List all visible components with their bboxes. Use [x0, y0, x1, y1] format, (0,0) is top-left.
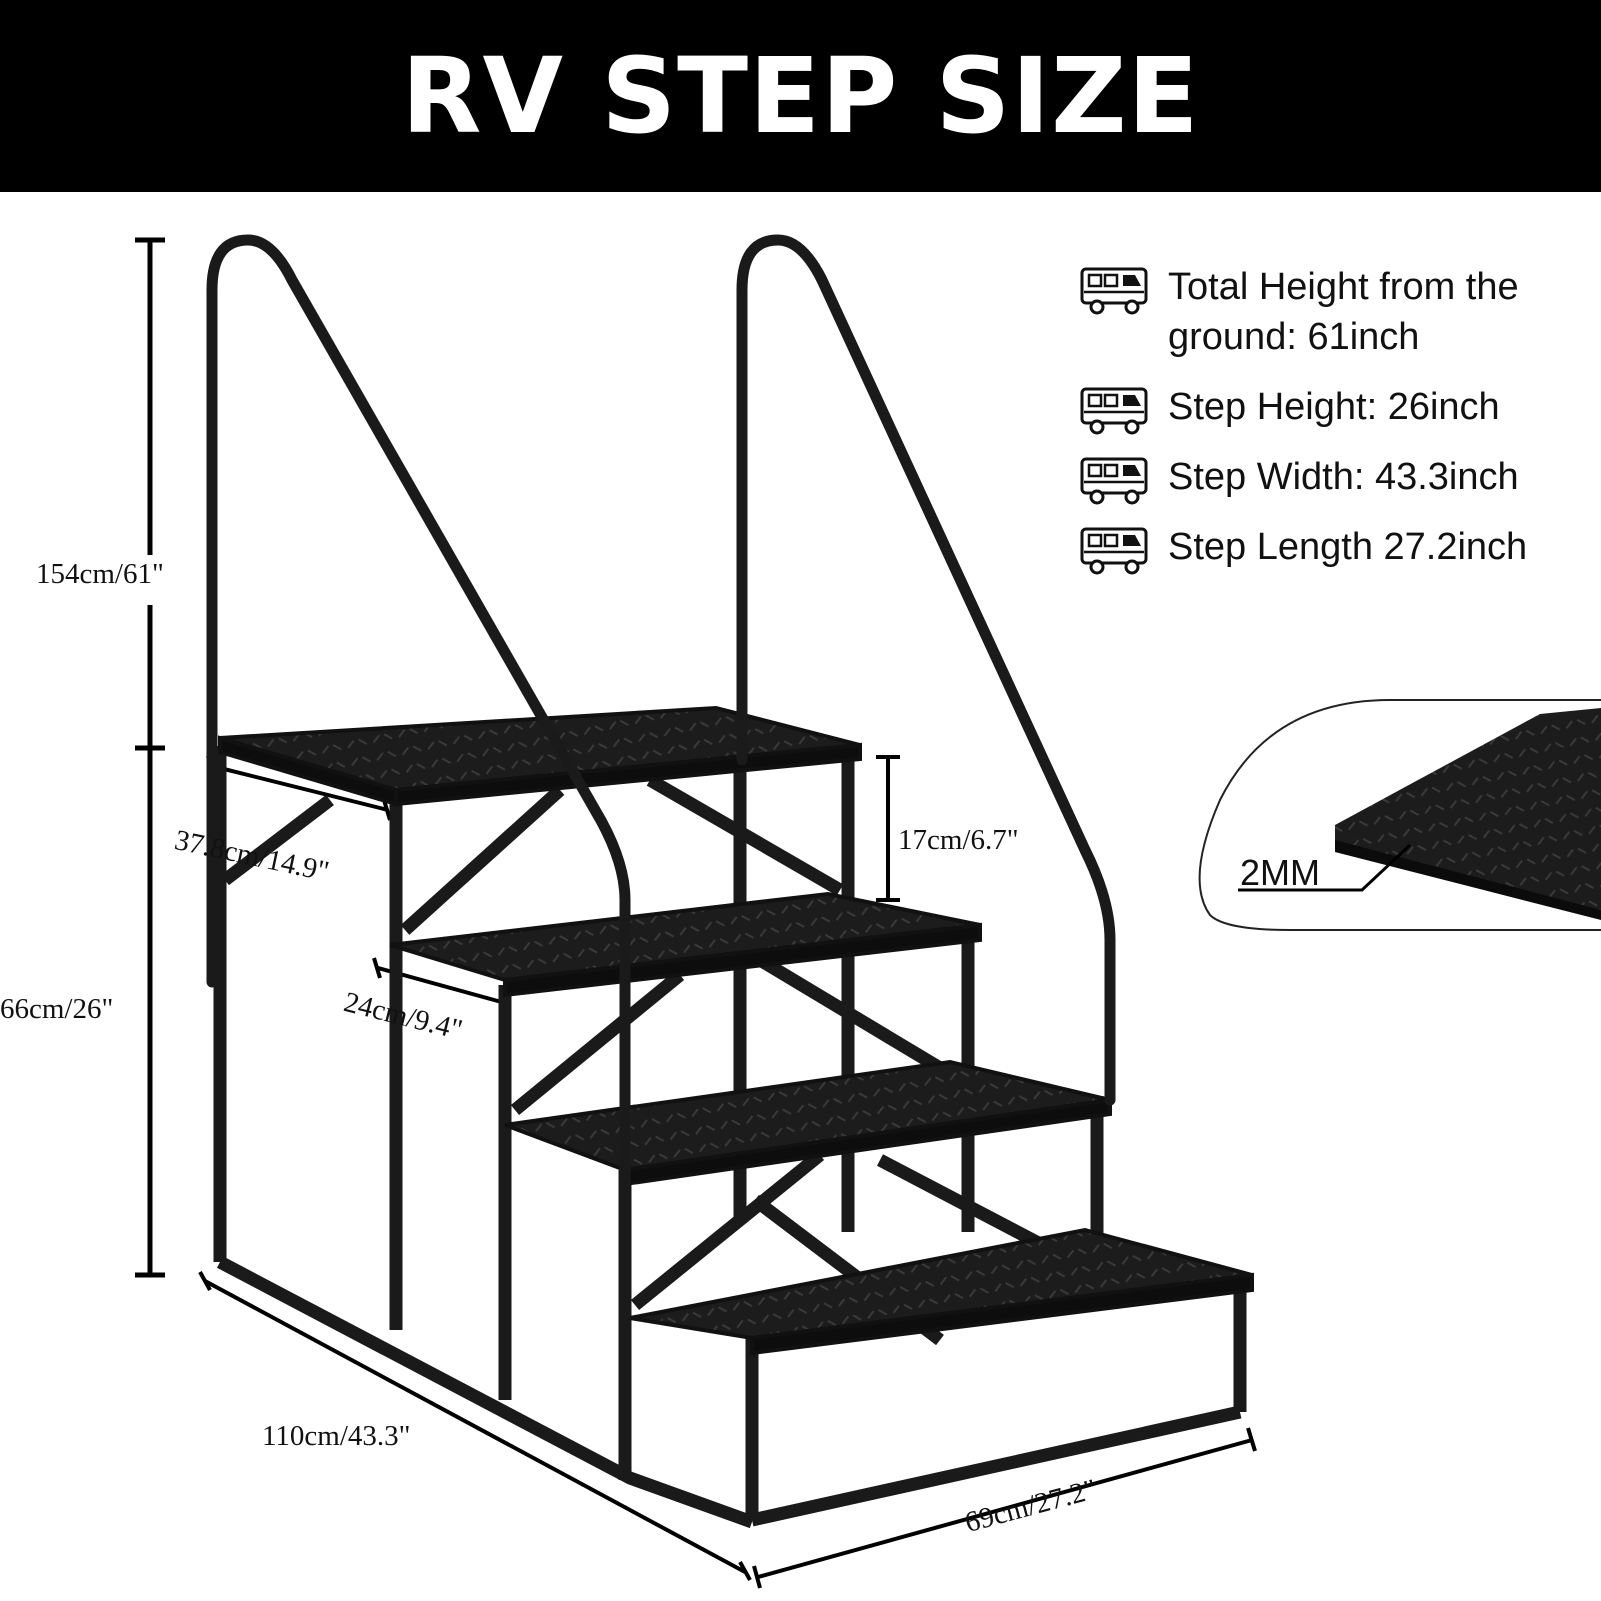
- thickness-callout: [1198, 699, 1601, 931]
- riser-dimension-bar: [876, 755, 900, 902]
- rv-icon: [1080, 457, 1148, 505]
- rv-icon: [1080, 527, 1148, 575]
- riser-label: 17cm/6.7": [898, 824, 1019, 856]
- title-banner: RV STEP SIZE: [0, 0, 1601, 192]
- page-title: RV STEP SIZE: [401, 35, 1200, 157]
- spec-text: Total Height from the ground: 61inch: [1168, 266, 1519, 358]
- spec-item-total-height: Total Height from the ground: 61inch: [1080, 262, 1568, 362]
- spec-text: Step Width: 43.3inch: [1168, 456, 1519, 498]
- width-label: 110cm/43.3": [262, 1420, 411, 1452]
- step-height-label: 66cm/26": [0, 993, 114, 1025]
- spec-item-step-height: Step Height: 26inch: [1080, 382, 1500, 436]
- total-height-label: 154cm/61": [36, 558, 164, 590]
- handrails: [206, 234, 1116, 1271]
- spec-text: Step Height: 26inch: [1168, 386, 1500, 428]
- height-dimension-bar: [135, 237, 165, 1278]
- base-dimension-lines: [198, 1271, 1257, 1589]
- spec-item-step-length: Step Length 27.2inch: [1080, 522, 1527, 576]
- thickness-label: 2MM: [1240, 852, 1320, 893]
- spec-item-step-width: Step Width: 43.3inch: [1080, 452, 1519, 506]
- rv-icon: [1080, 267, 1148, 315]
- rv-icon: [1080, 387, 1148, 435]
- spec-text: Step Length 27.2inch: [1168, 526, 1528, 568]
- top-depth-line: [211, 764, 389, 812]
